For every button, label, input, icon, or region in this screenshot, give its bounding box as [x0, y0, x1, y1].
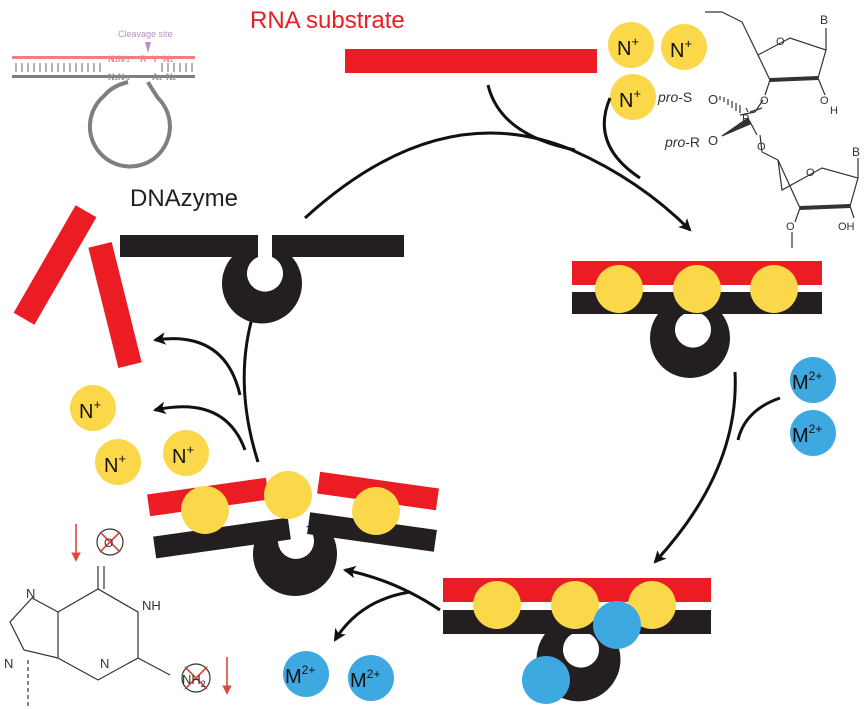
- monovalent-ion-bound: [673, 265, 721, 313]
- arrow-substrate-in: [486, 84, 576, 152]
- monovalent-ion-bound: [628, 581, 676, 629]
- svg-text:N+: N+: [79, 397, 101, 423]
- svg-text:N+: N+: [172, 442, 194, 468]
- monovalent-ion-bound: [352, 487, 400, 535]
- svg-text:N: N: [4, 656, 13, 671]
- svg-text:O: O: [104, 536, 113, 550]
- ion-group-bottom: M2+ M2+: [283, 651, 394, 701]
- cleavage-marker: [145, 42, 151, 53]
- svg-text:N+: N+: [104, 451, 126, 477]
- cross-circle: [96, 528, 124, 556]
- svg-text:pro-R: pro-R: [664, 134, 700, 150]
- rna-substrate-strand: [345, 49, 597, 73]
- ion-group-left: N+ N+ N+: [70, 385, 209, 485]
- svg-text:O: O: [820, 95, 829, 107]
- svg-text:pro-S: pro-S: [657, 89, 692, 105]
- svg-text:O: O: [708, 133, 718, 148]
- monovalent-ion: N+: [70, 385, 116, 431]
- monovalent-ion-bound: [264, 471, 312, 519]
- svg-text:O: O: [708, 92, 718, 107]
- divalent-ion: M2+: [283, 651, 329, 697]
- free-dnazyme: [120, 235, 404, 324]
- monovalent-ion: N+: [608, 22, 654, 68]
- metal-bound-complex: [443, 578, 711, 704]
- monovalent-ion: N+: [661, 24, 707, 70]
- svg-text:H: H: [830, 105, 838, 117]
- catalytic-loop: [87, 80, 172, 169]
- rna-substrate-label: RNA substrate: [250, 7, 405, 34]
- monovalent-ion-bound: [551, 581, 599, 629]
- monovalent-ion-bound: [750, 265, 798, 313]
- monovalent-ion-bound: [181, 486, 229, 534]
- monovalent-ion-bound: [473, 581, 521, 629]
- bound-complex: [572, 261, 822, 378]
- divalent-ion-bound: [593, 601, 641, 649]
- cross-circle: [181, 663, 211, 693]
- arrow-m2-release: [333, 590, 411, 642]
- svg-text:O: O: [776, 36, 785, 48]
- arrow-n-release: [152, 401, 247, 451]
- monovalent-ion: N+: [95, 439, 141, 485]
- svg-text:O: O: [786, 221, 795, 233]
- svg-text:OH: OH: [838, 221, 855, 233]
- seq-bottom: N1N-1 A1 N2: [108, 72, 177, 82]
- svg-text:O: O: [757, 141, 766, 153]
- divalent-ion: M2+: [790, 357, 836, 403]
- ion-group-top: N+ N+ N+: [608, 22, 707, 120]
- monovalent-ion: N+: [163, 430, 209, 476]
- seq-top: N1N-1 R Y N1: [108, 54, 174, 64]
- svg-text:N+: N+: [670, 36, 692, 62]
- svg-text:B: B: [852, 145, 860, 159]
- arrow-binding: [303, 131, 692, 232]
- monovalent-ion-bound: [595, 265, 643, 313]
- svg-text:M2+: M2+: [285, 663, 315, 688]
- svg-text:B: B: [820, 13, 828, 27]
- svg-text:N: N: [100, 656, 109, 671]
- svg-text:N+: N+: [619, 86, 641, 112]
- divalent-ion: M2+: [348, 655, 394, 701]
- enzyme-strand: [12, 75, 195, 78]
- phosphodiester-labels: B O O O H P O O O B O O OH pro-S pro-R: [657, 13, 860, 233]
- arrow-ions-in: [602, 97, 641, 180]
- divalent-ion: M2+: [790, 410, 836, 456]
- pro-r-bond: [721, 117, 751, 137]
- substrate-strand: [12, 56, 195, 59]
- dnazyme-label: DNAzyme: [130, 185, 238, 212]
- dnazyme-schematic: Cleavage site N1N-1 R Y N1 N1N-1 A1 N2: [12, 29, 195, 169]
- arrow-cleavage: [342, 565, 441, 612]
- arrow-metal-binding: [653, 371, 737, 564]
- svg-text:P: P: [742, 113, 749, 125]
- rna-fragment: [13, 205, 97, 325]
- arrow-m2-in: [736, 396, 781, 441]
- cleavage-site-label: Cleavage site: [118, 29, 173, 39]
- ion-group-right: M2+ M2+: [790, 357, 836, 456]
- monovalent-ion: N+: [610, 74, 656, 120]
- svg-text:O: O: [806, 167, 815, 179]
- svg-text:M2+: M2+: [350, 667, 380, 692]
- arrow-fragment-release: [152, 332, 242, 396]
- cycle-arrows: [152, 84, 781, 642]
- svg-text:N: N: [26, 586, 35, 601]
- svg-text:M2+: M2+: [792, 422, 822, 447]
- svg-text:NH2: NH2: [182, 672, 206, 689]
- arrow-product-release: [242, 305, 260, 463]
- pro-s-bond: [719, 96, 741, 113]
- cleaved-complex: [147, 471, 439, 596]
- svg-text:N+: N+: [617, 34, 639, 60]
- guanine-structure: [9, 524, 232, 706]
- svg-text:NH: NH: [142, 598, 161, 613]
- divalent-ion-bound: [522, 656, 570, 704]
- phosphodiester-structure: [705, 11, 859, 248]
- svg-text:M2+: M2+: [792, 369, 822, 394]
- base-pair-ticks: [15, 63, 193, 72]
- rna-fragment: [88, 241, 142, 369]
- guanine-labels: O N N N NH NH2: [4, 536, 206, 689]
- svg-text:O: O: [760, 95, 769, 107]
- cleaved-fragments: [13, 205, 142, 369]
